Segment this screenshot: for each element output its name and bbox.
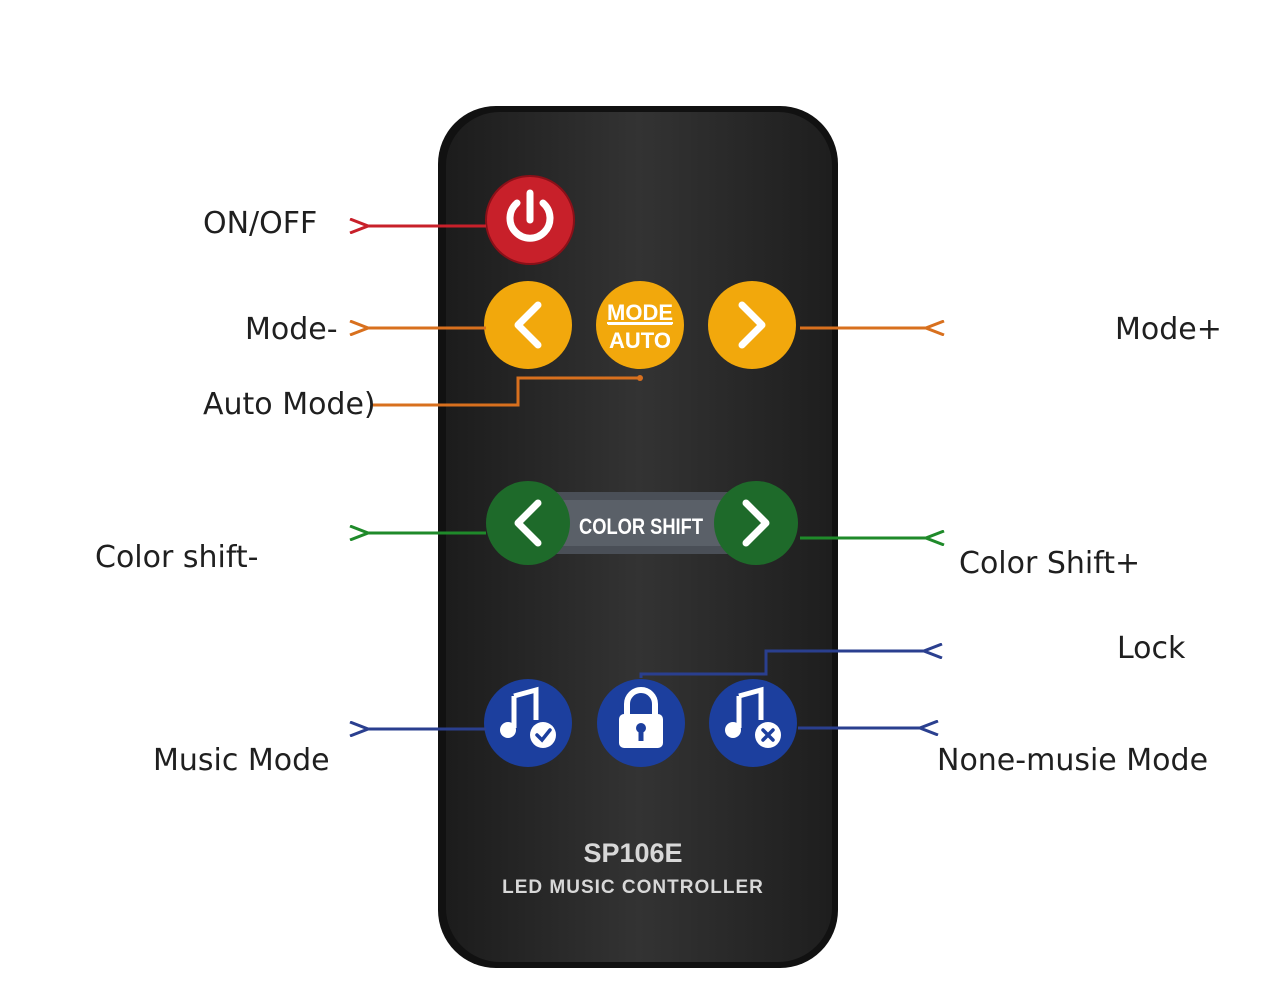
callout-mode-plus: Mode+ — [1115, 315, 1222, 345]
mode-next-button[interactable] — [708, 281, 796, 369]
callout-music-mode: Music Mode — [153, 746, 330, 776]
mode-prev-button[interactable] — [484, 281, 572, 369]
power-button[interactable] — [486, 176, 574, 264]
color-shift-prev-button[interactable] — [486, 481, 570, 565]
non-music-mode-button[interactable] — [709, 679, 797, 767]
remote-model: SP106E — [0, 838, 1266, 869]
music-mode-button[interactable] — [484, 679, 572, 767]
callout-non-music-mode: None-musie Mode — [937, 746, 1208, 776]
lock-button[interactable] — [597, 679, 685, 767]
color-shift-label: COLOR SHIFT — [579, 514, 703, 539]
mode-auto-button[interactable]: MODE AUTO — [596, 281, 684, 369]
callout-auto-mode: Auto Mode) — [203, 390, 376, 420]
callout-lock: Lock — [1117, 634, 1185, 664]
mode-auto-label-bottom: AUTO — [609, 328, 671, 353]
callout-color-shift-plus: Color Shift+ — [959, 549, 1140, 579]
callout-color-shift-minus: Color shift- — [95, 543, 258, 573]
color-shift-next-button[interactable] — [714, 481, 798, 565]
remote-subtitle: LED MUSIC CONTROLLER — [0, 877, 1266, 899]
callout-power: ON/OFF — [203, 209, 317, 239]
callout-mode-minus: Mode- — [245, 315, 338, 345]
auto-mode-dot — [637, 375, 643, 381]
mode-auto-label-top: MODE — [607, 300, 673, 325]
